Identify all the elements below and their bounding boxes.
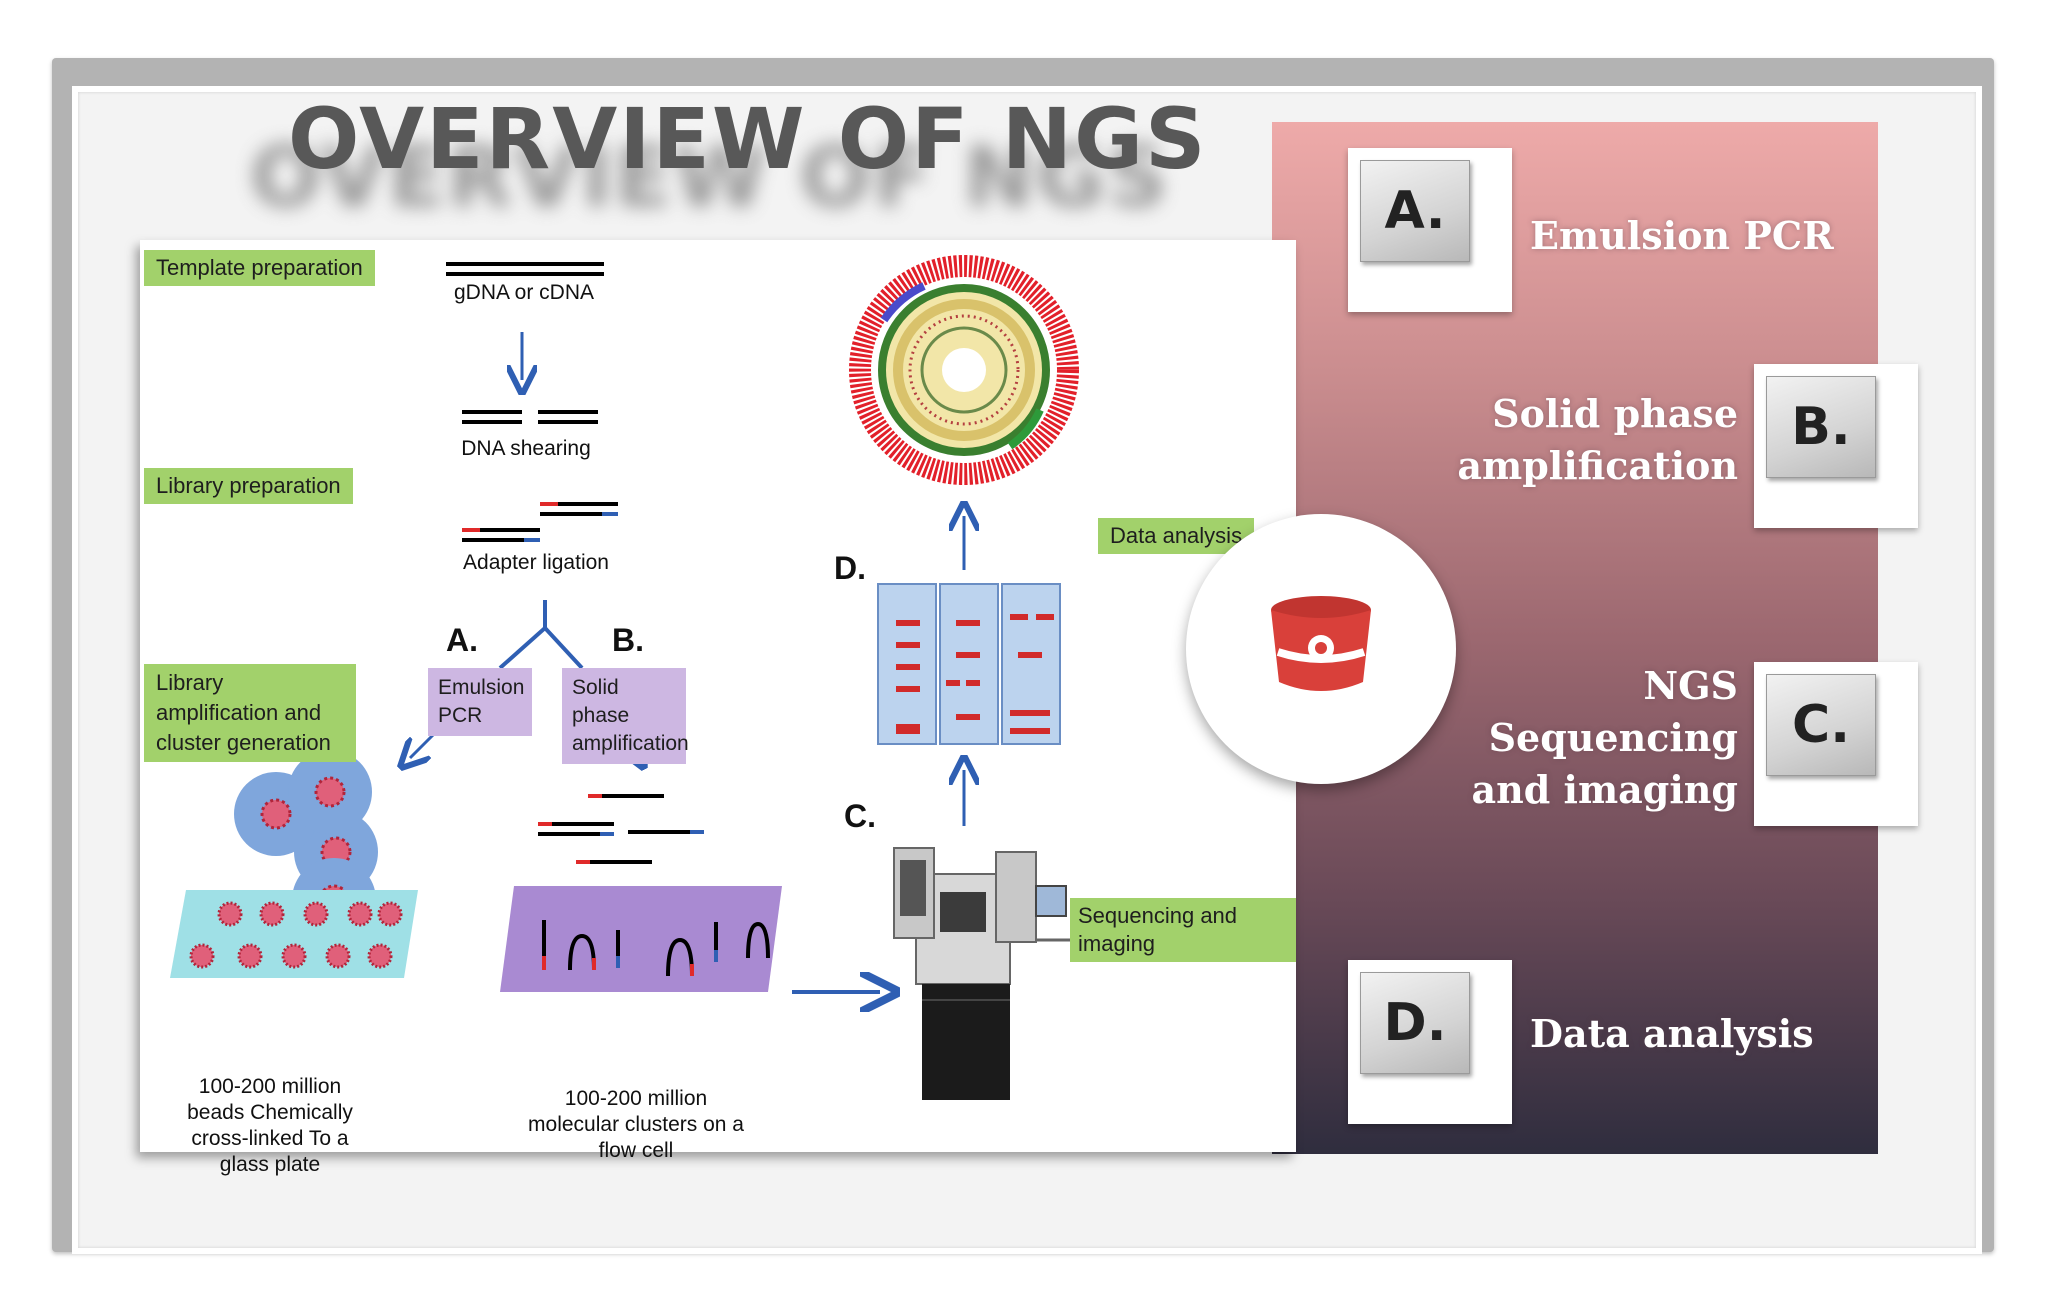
letter-b: B. bbox=[612, 622, 644, 658]
center-badge bbox=[1186, 514, 1456, 784]
step-card-b: B. bbox=[1754, 364, 1918, 528]
caption-beads: 100-200 million beads Chemically cross-l… bbox=[187, 1075, 353, 1176]
step-card-d: D. bbox=[1348, 960, 1512, 1124]
slide-title: OVERVIEW OF NGS bbox=[288, 90, 1208, 188]
step-key-d: D. bbox=[1360, 972, 1470, 1074]
stage-label-data: Data analysis bbox=[1098, 518, 1255, 554]
stage-label-sequencing: Sequencing and imaging bbox=[1070, 898, 1296, 962]
bucket-icon bbox=[1271, 596, 1371, 691]
workflow-graphics bbox=[170, 255, 1079, 1100]
method-emulsion-pcr: Emulsion PCR bbox=[428, 668, 532, 736]
gdna-strand bbox=[446, 262, 604, 276]
title-shadow: OVERVIEW OF NGS bbox=[250, 128, 1170, 226]
glass-plate bbox=[170, 890, 418, 978]
step-key-b: B. bbox=[1766, 376, 1876, 478]
caption-gdna: gDNA or cDNA bbox=[453, 281, 595, 304]
analysis-panels bbox=[877, 583, 1061, 745]
method-solid-phase: Solid phase amplification bbox=[562, 668, 689, 764]
flow-cell bbox=[500, 886, 782, 992]
split-lines bbox=[498, 600, 584, 670]
sheared-dna bbox=[462, 410, 598, 424]
caption-ligation: Adapter ligation bbox=[463, 551, 609, 574]
sequencer-machine bbox=[893, 847, 1070, 1100]
stage-label-template: Template preparation bbox=[144, 250, 375, 286]
ngs-workflow-figure: Template preparation Library preparation… bbox=[140, 240, 1296, 1176]
step-key-a: A. bbox=[1360, 160, 1470, 262]
step-card-c: C. bbox=[1754, 662, 1918, 826]
step-label-a: Emulsion PCR bbox=[1530, 213, 1834, 258]
step-key-c: C. bbox=[1766, 674, 1876, 776]
stage-label-amplification: Library amplification and cluster genera… bbox=[144, 664, 356, 762]
solid-phase-fragments bbox=[538, 794, 704, 864]
letter-a: A. bbox=[446, 622, 478, 658]
letter-c: C. bbox=[844, 798, 876, 834]
step-card-a: A. bbox=[1348, 148, 1512, 312]
step-label-c: NGS Sequencing and imaging bbox=[1471, 663, 1738, 812]
letter-d: D. bbox=[834, 550, 866, 586]
caption-clusters: 100-200 million molecular clusters on a … bbox=[528, 1087, 744, 1162]
arrow-to-beads bbox=[410, 730, 438, 758]
stage-label-library: Library preparation bbox=[144, 468, 353, 504]
caption-shearing: DNA shearing bbox=[461, 437, 591, 460]
ligated-fragments bbox=[462, 502, 618, 542]
step-label-d: Data analysis bbox=[1530, 1011, 1814, 1056]
step-label-b: Solid phase amplification bbox=[1457, 391, 1738, 488]
genome-circos-plot bbox=[849, 255, 1079, 485]
